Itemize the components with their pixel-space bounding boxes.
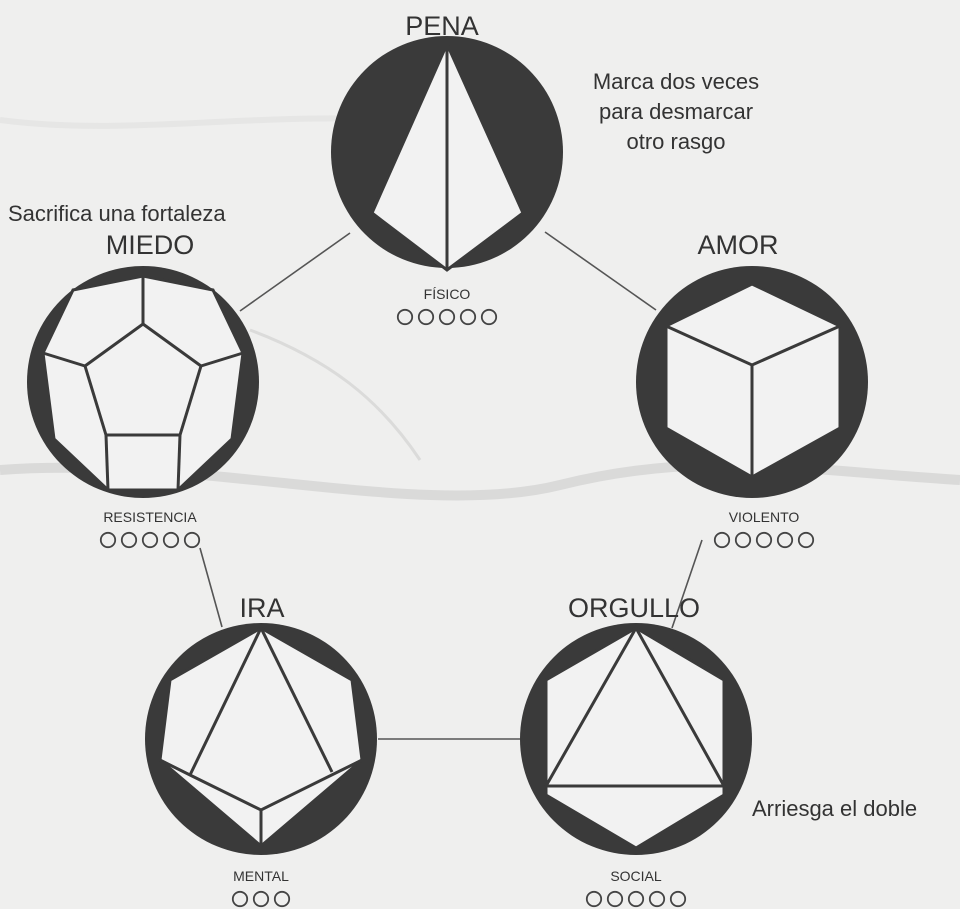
node-ira-attribute: MENTAL [233,868,289,884]
note-miedo: Sacrifica una fortaleza [8,201,226,226]
node-orgullo-attribute: SOCIAL [610,868,662,884]
d6-cube-icon [636,266,868,498]
node-amor-title: AMOR [698,230,779,260]
note-orgullo: Arriesga el doble [752,796,917,821]
d8-icon [145,623,377,855]
d20-icon [520,623,752,855]
node-miedo-attribute: RESISTENCIA [103,509,197,525]
note-pena-line-1: Marca dos veces [593,69,759,94]
node-pena-attribute: FÍSICO [424,286,471,302]
node-amor-attribute: VIOLENTO [729,509,800,525]
d12-icon [27,266,259,498]
node-miedo-title: MIEDO [106,230,195,260]
node-ira-title: IRA [239,593,284,623]
note-pena-line-3: otro rasgo [626,129,725,154]
note-pena-line-2: para desmarcar [599,99,753,124]
node-orgullo-title: ORGULLO [568,593,700,623]
